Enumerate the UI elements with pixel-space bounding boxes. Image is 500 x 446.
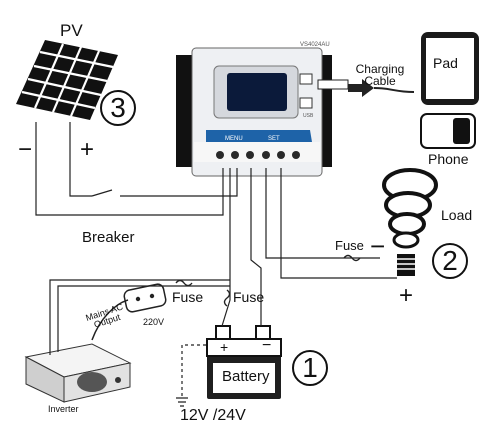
marker-one: 1 xyxy=(292,350,328,386)
battery-plus-sign: + xyxy=(220,339,229,355)
mains-voltage-label: 220V xyxy=(143,317,165,327)
controller-model-label: VS4024AU xyxy=(300,42,330,48)
fuse-symbols xyxy=(175,254,361,307)
battery-voltage-label: 12V /24V xyxy=(180,407,246,424)
pv-plus-sign: + xyxy=(80,136,95,163)
load-plus-sign: + xyxy=(399,282,414,309)
load-fuse-label: Fuse xyxy=(335,238,364,253)
phone-label: Phone xyxy=(428,151,469,167)
load-minus-sign: − xyxy=(370,231,386,261)
battery-minus-sign: − xyxy=(262,337,272,354)
battery-label: Battery xyxy=(222,368,270,385)
inverter-fuse-label: Fuse xyxy=(172,289,204,305)
solar-panel xyxy=(16,40,118,120)
lcd-screen xyxy=(227,73,287,111)
wiring xyxy=(35,122,397,407)
mains-outlet xyxy=(91,283,167,341)
inverter-label: Inverter xyxy=(48,404,79,414)
battery-fuse-label: Fuse xyxy=(233,289,265,305)
pad-device xyxy=(421,32,479,105)
breaker-label: Breaker xyxy=(82,229,135,246)
charging-cable-label: Charging Cable xyxy=(355,62,405,88)
phone-device xyxy=(420,113,476,149)
pv-label: PV xyxy=(60,21,83,40)
marker-two: 2 xyxy=(432,243,468,279)
pad-label: Pad xyxy=(433,55,458,71)
lightbulb-load xyxy=(382,168,438,276)
load-label: Load xyxy=(441,207,473,223)
pv-minus-sign: − xyxy=(18,136,33,163)
controller-set-label: SET xyxy=(268,136,280,142)
charging-cable xyxy=(317,79,415,97)
charge-controller xyxy=(176,47,332,177)
marker-three: 3 xyxy=(100,90,136,126)
inverter xyxy=(24,343,132,403)
controller-usb-label: USB xyxy=(303,113,314,119)
battery xyxy=(206,325,282,399)
controller-menu-label: MENU xyxy=(225,136,243,142)
